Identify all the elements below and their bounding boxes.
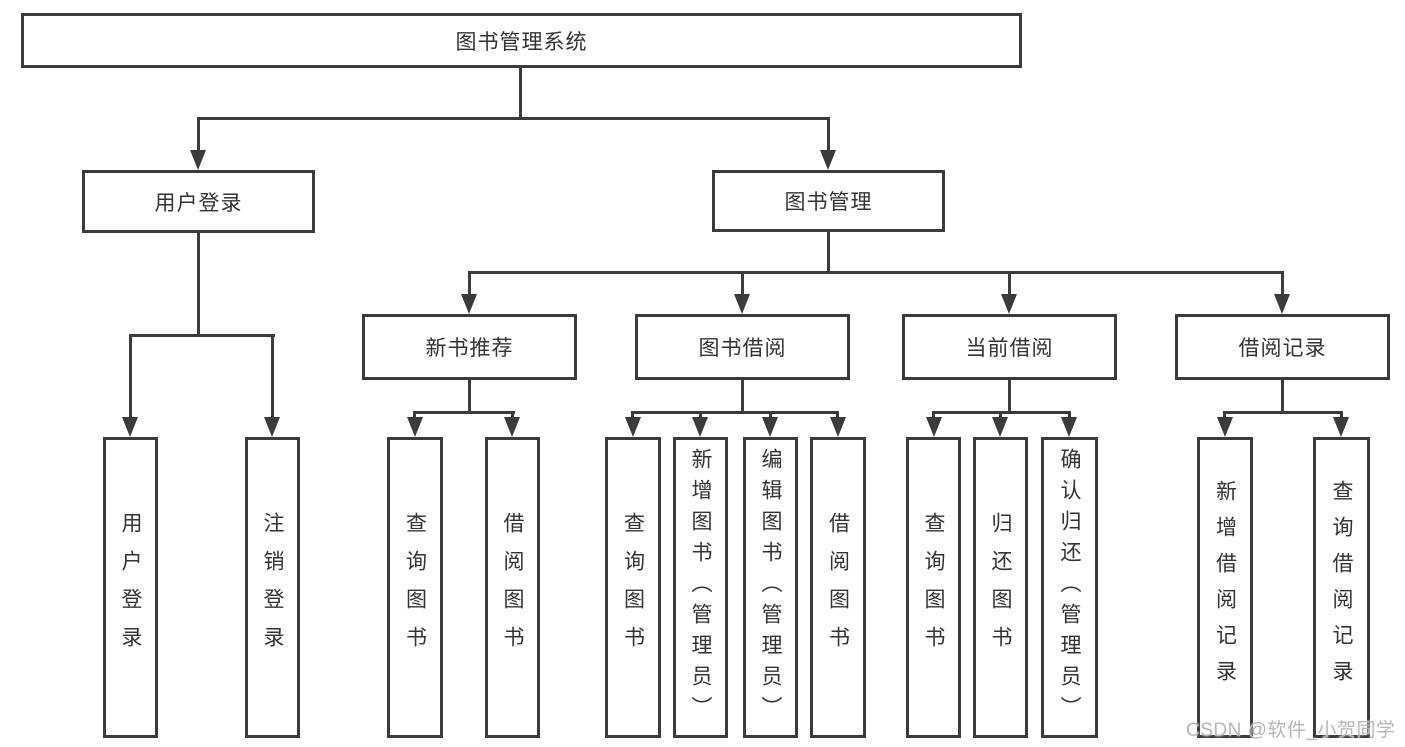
connector-new-book-split (413, 411, 515, 414)
arrowhead-icon (692, 417, 708, 437)
connector-book-management-trunk (827, 232, 830, 274)
node-leaf-query-book-current: 查询图书 (906, 437, 961, 738)
arrowhead-icon (504, 417, 520, 437)
connector-drop (932, 411, 935, 420)
node-label: 查询借阅记录 (1330, 479, 1353, 696)
node-leaf-logout: 注销登录 (245, 437, 300, 738)
node-label: 编辑图书（管理员） (759, 448, 782, 727)
connector-book-borrow-trunk (741, 380, 744, 413)
node-library-management-system: 图书管理系统 (21, 13, 1022, 68)
connector-drop (741, 271, 744, 295)
node-label: 当前借阅 (965, 337, 1054, 360)
connector-drop (1223, 411, 1226, 420)
connector-drop (271, 334, 274, 418)
arrowhead-icon (407, 417, 423, 437)
arrowhead-icon (1333, 417, 1349, 437)
node-label: 新书推荐 (425, 337, 514, 360)
node-new-book-recommend: 新书推荐 (362, 314, 577, 380)
connector-drop (1340, 411, 1343, 420)
arrowhead-icon (992, 417, 1008, 437)
node-label: 查询图书 (922, 511, 945, 664)
arrowhead-icon (190, 150, 206, 170)
node-book-borrow: 图书借阅 (635, 314, 850, 380)
csdn-watermark: CSDN @软件_小贺同学 (1186, 720, 1396, 741)
node-label: 新增借阅记录 (1213, 479, 1237, 696)
node-borrow-records: 借阅记录 (1175, 314, 1390, 380)
connector-user-login-trunk (197, 233, 200, 335)
connector-drop (1281, 271, 1284, 295)
node-leaf-edit-book-admin: 编辑图书（管理员） (743, 437, 798, 738)
connector-drop (631, 411, 634, 420)
connector-drop (1008, 271, 1011, 295)
node-label: 图书管理系统 (455, 30, 588, 54)
arrowhead-icon (122, 417, 138, 437)
arrowhead-icon (1274, 294, 1290, 314)
node-label: 用户登录 (119, 511, 142, 664)
node-label: 借阅图书 (826, 511, 850, 664)
arrowhead-icon (1217, 417, 1233, 437)
connector-user-login-split (129, 334, 275, 337)
connector-book-management-split (468, 271, 1284, 274)
arrowhead-icon (734, 294, 750, 314)
node-leaf-return-book: 归还图书 (973, 437, 1028, 738)
connector-drop (699, 411, 702, 420)
connector-drop (836, 411, 839, 420)
node-label: 注销登录 (261, 511, 284, 664)
node-leaf-add-book-admin: 新增图书（管理员） (673, 437, 728, 738)
connector-drop (511, 411, 514, 420)
connector-new-book-trunk (468, 380, 471, 413)
connector-drop (129, 334, 132, 418)
node-leaf-borrow-book-recommend: 借阅图书 (485, 437, 540, 738)
node-book-management: 图书管理 (712, 170, 945, 232)
arrowhead-icon (461, 294, 477, 314)
connector-book-borrow-split (631, 411, 839, 414)
connector-drop-user-login (197, 117, 200, 151)
connector-drop (999, 411, 1002, 420)
connector-drop (413, 411, 416, 420)
node-current-borrow: 当前借阅 (902, 314, 1117, 380)
connector-drop (468, 271, 471, 295)
node-label: 查询图书 (403, 511, 427, 664)
connector-current-borrow-trunk (1008, 380, 1011, 413)
node-leaf-user-login: 用户登录 (103, 437, 158, 738)
arrowhead-icon (1061, 417, 1077, 437)
arrowhead-icon (830, 417, 846, 437)
node-leaf-borrow-book: 借阅图书 (810, 437, 866, 738)
arrowhead-icon (625, 417, 641, 437)
arrowhead-icon (820, 150, 836, 170)
node-label: 图书借阅 (698, 337, 787, 360)
node-label: 查询图书 (621, 511, 645, 664)
node-label: 借阅记录 (1238, 337, 1327, 360)
node-leaf-confirm-return-admin: 确认归还（管理员） (1041, 437, 1098, 738)
node-label: 图书管理 (784, 191, 873, 214)
connector-root-trunk (519, 68, 522, 118)
arrowhead-icon (926, 417, 942, 437)
node-label: 新增图书（管理员） (689, 448, 712, 727)
node-user-login: 用户登录 (82, 170, 315, 233)
node-label: 用户登录 (154, 191, 243, 215)
connector-drop (769, 411, 772, 420)
node-label: 借阅图书 (501, 511, 524, 664)
node-leaf-add-borrow-record: 新增借阅记录 (1197, 437, 1253, 738)
connector-drop-book-management (827, 117, 830, 151)
arrowhead-icon (1001, 294, 1017, 314)
connector-root-split (197, 117, 830, 120)
node-leaf-query-book-borrow: 查询图书 (605, 437, 661, 738)
connector-borrow-records-split (1223, 411, 1343, 414)
arrowhead-icon (762, 417, 778, 437)
connector-borrow-records-trunk (1281, 380, 1284, 413)
node-leaf-query-borrow-record: 查询借阅记录 (1313, 437, 1370, 738)
node-label: 确认归还（管理员） (1058, 448, 1081, 727)
node-leaf-query-book-recommend: 查询图书 (387, 437, 443, 738)
arrowhead-icon (264, 417, 280, 437)
node-label: 归还图书 (989, 511, 1012, 664)
connector-drop (1068, 411, 1071, 420)
